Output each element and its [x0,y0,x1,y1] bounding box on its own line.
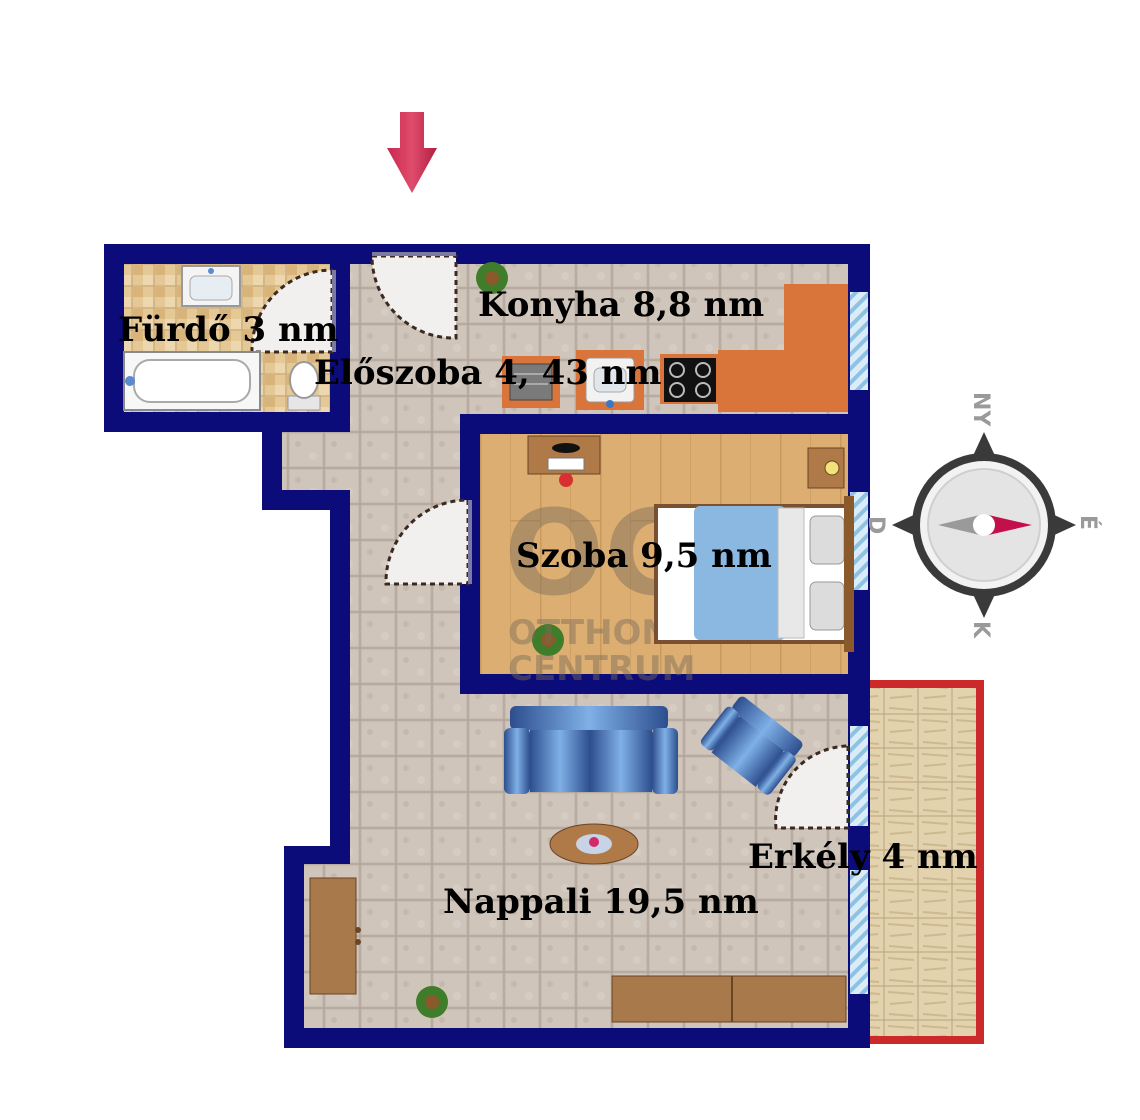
room-label-nappali: Nappali 19,5 nm [443,882,759,922]
room-label-konyha: Konyha 8,8 nm [478,285,764,325]
compass-west-label: D [863,516,888,534]
plant-icon [476,262,508,294]
sink-icon [585,357,635,408]
room-label-szoba: Szoba 9,5 nm [516,536,772,576]
walls [104,244,870,1048]
bathtub-icon [123,351,261,411]
compass-icon [892,432,1076,618]
entrance-door [370,254,458,340]
sink-icon [181,265,241,307]
toilet-icon [287,361,321,411]
plant-icon [532,624,564,656]
oven-icon [509,363,553,401]
sideboard [309,877,361,995]
desk [527,435,601,487]
logo-line1: OTTHON [508,613,670,653]
coffee-table [549,823,639,865]
compass-north-label: NY [968,392,993,427]
room-label-erkely: Erkély 4 nm [748,837,978,877]
windows [850,292,868,994]
balcony-door [774,744,850,830]
armchair-icon [700,696,803,795]
bed-icon [654,496,854,652]
bedroom-door [384,498,470,586]
compass-south-label: K [968,621,993,639]
tv-cabinet [611,975,847,1023]
plant-icon [416,986,448,1018]
room-label-eloszoba: Előszoba 4, 43 nm [314,353,661,393]
doors [250,254,850,830]
stove-icon [664,358,716,402]
nightstand [807,447,845,489]
room-label-furdo: Fürdő 3 nm [118,310,339,350]
entry-arrow-icon [387,112,437,193]
sofa-icon [504,706,678,794]
logo-line2: CENTRUM [508,649,695,689]
bathroom-door [250,268,334,354]
compass-east-label: É [1075,515,1101,530]
